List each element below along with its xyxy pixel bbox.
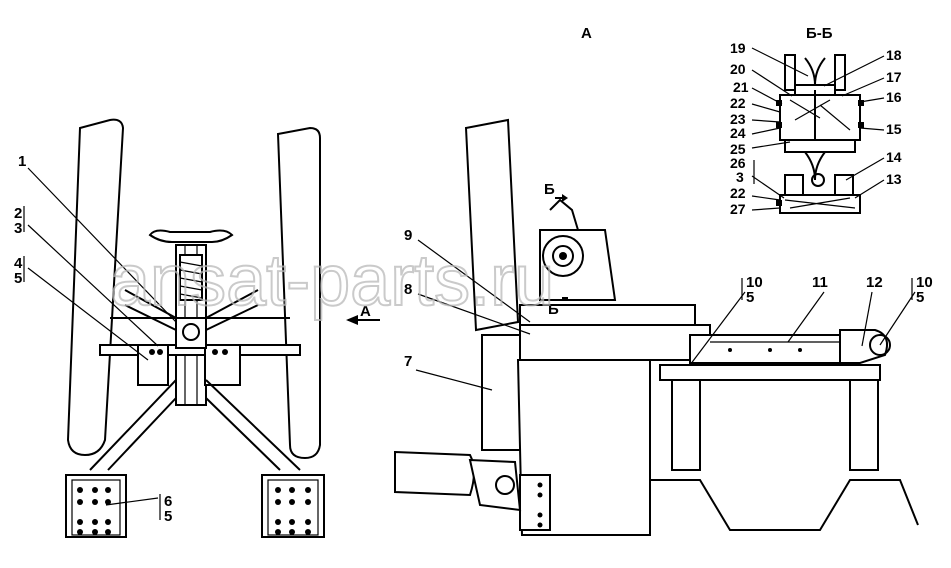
callout-10b: 10	[916, 274, 933, 291]
section-marker-bottom: Б	[548, 301, 559, 318]
callout-9: 9	[404, 227, 412, 244]
callout-21: 21	[733, 79, 749, 95]
right-roller	[276, 126, 321, 460]
callout-24: 24	[730, 125, 746, 141]
callout-17: 17	[886, 69, 902, 85]
callout-13: 13	[886, 171, 902, 187]
callout-19: 19	[730, 40, 746, 56]
callout-26-sub: 3	[736, 169, 744, 185]
watermark: ansat-parts.ru	[110, 241, 554, 321]
view-marker: А	[360, 303, 371, 320]
callout-25: 25	[730, 141, 746, 157]
callout-7: 7	[404, 353, 412, 370]
view-title: А	[581, 25, 592, 42]
callout-2: 2	[14, 205, 22, 222]
callout-16: 16	[886, 89, 902, 105]
callout-10b-sub: 5	[916, 289, 924, 306]
callout-23: 23	[730, 111, 746, 127]
callout-1: 1	[18, 153, 26, 170]
section-marker-top: Б	[544, 181, 555, 198]
side-view: А Б	[394, 25, 933, 536]
callout-14: 14	[886, 149, 902, 165]
section-detail: Б-Б	[730, 25, 902, 217]
callout-3: 3	[14, 220, 22, 237]
callout-27: 27	[730, 201, 746, 217]
callout-6: 6	[164, 493, 172, 510]
callout-10a-sub: 5	[746, 289, 754, 306]
left-foot	[65, 474, 127, 538]
callout-22b: 22	[730, 185, 746, 201]
callout-6-sub: 5	[164, 508, 172, 525]
front-view: А 1 2 3 4 5 6 5	[14, 118, 380, 538]
callout-15: 15	[886, 121, 902, 137]
side-column	[464, 118, 520, 332]
callout-26: 26	[730, 155, 746, 171]
section-title: Б-Б	[806, 25, 833, 42]
callout-10a: 10	[746, 274, 763, 291]
right-foot	[261, 474, 325, 538]
callout-22: 22	[730, 95, 746, 111]
callout-18: 18	[886, 47, 902, 63]
callout-11: 11	[812, 274, 828, 291]
callout-8: 8	[404, 281, 412, 298]
callout-4: 4	[14, 255, 23, 272]
callout-12: 12	[866, 274, 883, 291]
callout-20: 20	[730, 61, 746, 77]
callout-5: 5	[14, 270, 22, 287]
